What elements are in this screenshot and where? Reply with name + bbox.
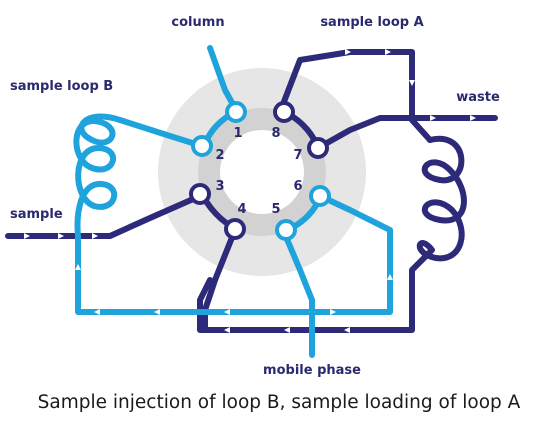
- port4-line: [202, 227, 238, 333]
- label-sample-loop-b: sample loop B: [10, 79, 113, 94]
- port-5: [275, 219, 297, 241]
- port-number-8: 8: [271, 126, 280, 141]
- port-number-2: 2: [215, 148, 224, 163]
- port-4: [224, 218, 246, 240]
- port-6: [309, 185, 331, 207]
- port-3: [189, 183, 211, 205]
- port-8: [273, 101, 295, 123]
- ports: [189, 101, 331, 241]
- port-number-6: 6: [293, 179, 302, 194]
- loop-a-line: [277, 49, 433, 143]
- label-column: column: [171, 15, 224, 30]
- label-waste: waste: [456, 90, 500, 105]
- label-sample: sample: [10, 207, 63, 222]
- label-sample-loop-a: sample loop A: [320, 15, 423, 30]
- waste-line: [315, 115, 498, 151]
- dark-flow-arrows: [24, 49, 476, 333]
- loop-a-coil: [197, 135, 467, 333]
- label-mobile-phase: mobile phase: [263, 363, 361, 378]
- loop-b-coil: [73, 113, 393, 315]
- port-2: [191, 135, 213, 157]
- figure-caption: Sample injection of loop B, sample loadi…: [37, 392, 521, 413]
- port2-line: [117, 117, 205, 149]
- port-number-5: 5: [271, 202, 280, 217]
- port-number-1: 1: [233, 126, 242, 141]
- valve-center: [220, 130, 304, 214]
- mobile-phase-line: [281, 229, 315, 358]
- port-number-3: 3: [215, 179, 224, 194]
- port-number-7: 7: [293, 148, 302, 163]
- port-7: [307, 137, 329, 159]
- port-1: [225, 101, 247, 123]
- port-number-4: 4: [237, 202, 246, 217]
- blue-flow-arrows: [75, 264, 393, 315]
